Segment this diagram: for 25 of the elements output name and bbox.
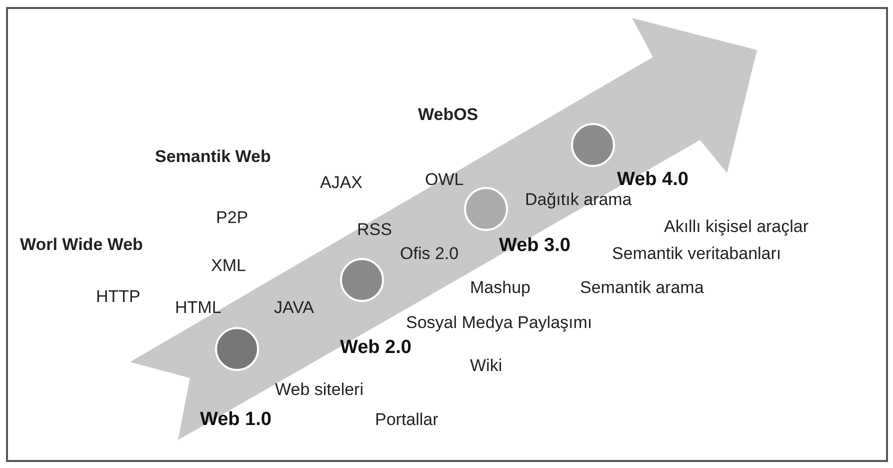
technology-label: WebOS bbox=[418, 106, 478, 123]
stage-label: Web 2.0 bbox=[340, 338, 412, 357]
technology-label: Mashup bbox=[470, 279, 530, 296]
technology-label: JAVA bbox=[274, 299, 314, 316]
stage-label: Web 3.0 bbox=[499, 236, 570, 255]
technology-label: P2P bbox=[216, 209, 248, 226]
technology-label: Semantik Web bbox=[155, 148, 271, 165]
technology-label: Wiki bbox=[470, 357, 502, 374]
technology-label: Portallar bbox=[375, 411, 438, 428]
technology-label: Web siteleri bbox=[275, 381, 364, 398]
technology-label: Sosyal Medya Paylaşımı bbox=[406, 314, 592, 331]
technology-label: Akıllı kişisel araçlar bbox=[664, 218, 809, 235]
technology-label: HTML bbox=[175, 299, 222, 316]
technology-label: AJAX bbox=[320, 174, 363, 191]
technology-label: Dağıtık arama bbox=[525, 191, 632, 208]
technology-label: Semantik arama bbox=[580, 279, 704, 296]
technology-label: Ofis 2.0 bbox=[400, 245, 459, 262]
technology-label: Worl Wide Web bbox=[20, 236, 143, 253]
technology-label: XML bbox=[211, 257, 246, 274]
technology-label: OWL bbox=[425, 171, 464, 188]
technology-label: HTTP bbox=[96, 288, 140, 305]
technology-label: RSS bbox=[357, 221, 392, 238]
stage-label: Web 1.0 bbox=[200, 410, 272, 429]
technology-label: Semantik veritabanları bbox=[612, 245, 782, 262]
stage-label: Web 4.0 bbox=[617, 170, 688, 189]
